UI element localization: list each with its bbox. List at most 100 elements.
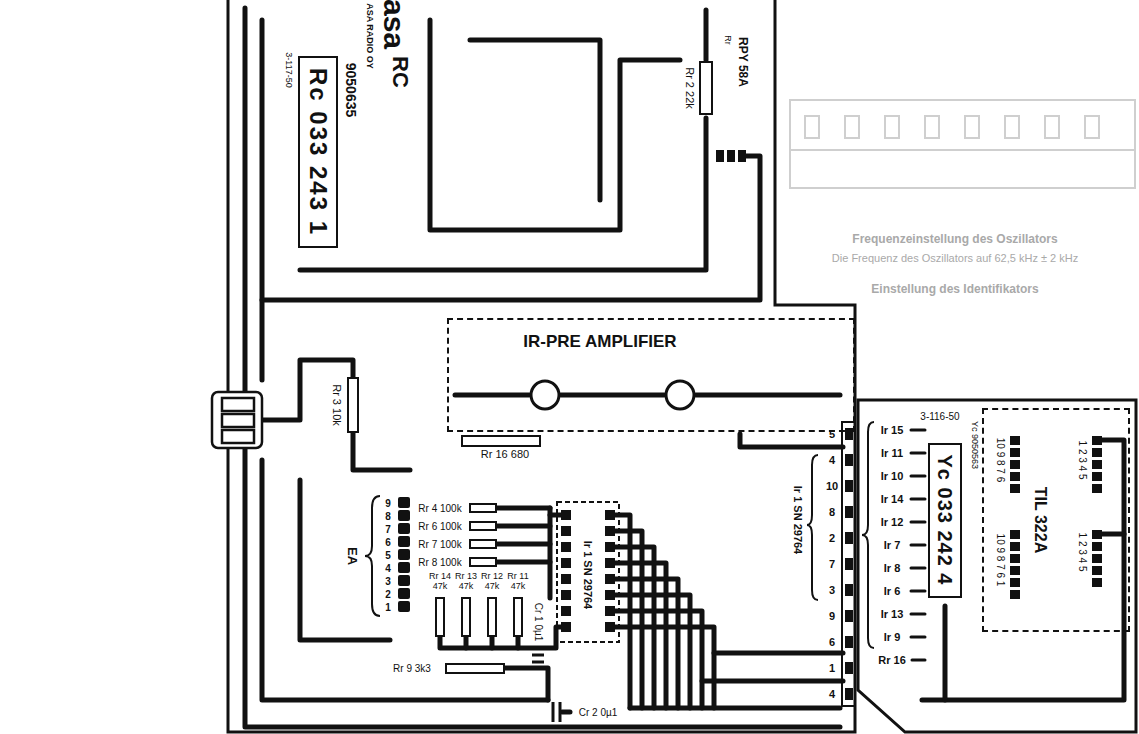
bleed-through-board bbox=[805, 116, 819, 138]
capacitor-symbol bbox=[532, 654, 544, 657]
solder-pad bbox=[561, 542, 571, 552]
solder-pad bbox=[1010, 542, 1020, 551]
part-number: Yc 9050563 bbox=[969, 421, 979, 469]
solder-pad bbox=[561, 622, 571, 632]
component-label: Rr bbox=[722, 35, 732, 45]
component-label: Ir 12 bbox=[881, 516, 904, 528]
component-label: Ir 10 bbox=[881, 470, 904, 482]
copper-trace bbox=[260, 20, 265, 380]
solder-pad bbox=[605, 590, 615, 600]
copper-trace bbox=[613, 531, 642, 708]
solder-pad bbox=[1010, 460, 1020, 469]
pin-number: 6 bbox=[385, 537, 391, 548]
copper-trace bbox=[548, 508, 553, 598]
solder-pad bbox=[398, 150, 1102, 700]
solder-pad bbox=[605, 526, 615, 536]
cable-plug bbox=[212, 392, 262, 448]
solder-pad bbox=[1010, 554, 1020, 563]
solder-pad bbox=[398, 562, 410, 573]
copper-trace bbox=[496, 542, 550, 547]
solder-pad bbox=[605, 574, 615, 584]
resistor-label: Rr 6 100k bbox=[418, 521, 461, 532]
solder-pad bbox=[1010, 484, 1020, 493]
pin-number: 9 bbox=[385, 498, 391, 509]
copper-trace bbox=[430, 20, 680, 230]
pin-number: 8 bbox=[829, 506, 835, 518]
component-label: Ir 6 bbox=[884, 585, 901, 597]
node-text: TIL 322A bbox=[1031, 487, 1049, 553]
connector-strip bbox=[842, 422, 855, 706]
copper-trace bbox=[464, 636, 469, 648]
solder-pad bbox=[398, 575, 410, 586]
pin-number: 9 bbox=[829, 610, 835, 622]
bleed-through-board bbox=[790, 100, 1135, 188]
copper-trace bbox=[561, 393, 664, 398]
solder-pad bbox=[1092, 554, 1102, 563]
brand-name: ASA RADIO OY bbox=[364, 3, 374, 69]
resistor-label: Rr 16 680 bbox=[481, 448, 529, 460]
pin-number: 4 bbox=[385, 563, 391, 574]
copper-trace bbox=[516, 636, 521, 648]
solder-pad bbox=[1010, 448, 1020, 457]
resistor-label: Rr 4 100k bbox=[418, 503, 461, 514]
pin-number: 8 bbox=[385, 511, 391, 522]
capacitor-label: Cr 2 0µ1 bbox=[579, 707, 618, 718]
resistor-symbol bbox=[348, 62, 712, 673]
pin-number: 5 bbox=[385, 550, 391, 561]
component-label: Ir 9 bbox=[884, 631, 901, 643]
node-text: Rc 033 243 1 bbox=[305, 68, 331, 236]
bleed-through-text: Einstellung des Identifikators bbox=[871, 283, 1038, 296]
solder-pad bbox=[1092, 578, 1102, 587]
capacitor-symbol bbox=[532, 661, 544, 664]
solder-pad bbox=[1092, 460, 1102, 469]
circuit-board-outline bbox=[858, 400, 1136, 732]
solder-pad bbox=[561, 574, 571, 584]
component-label: RPY 58A bbox=[735, 37, 748, 87]
resistor-symbol bbox=[514, 598, 522, 636]
component-label: Rr 16 bbox=[878, 654, 906, 666]
ic-outline bbox=[557, 502, 619, 642]
copper-trace bbox=[911, 498, 925, 501]
copper-trace bbox=[911, 521, 925, 524]
board-number: 3-117-50 bbox=[283, 52, 293, 87]
copper-trace bbox=[245, 8, 840, 727]
solder-pad bbox=[845, 428, 853, 440]
mounting-hole bbox=[666, 381, 694, 409]
copper-trace bbox=[550, 513, 561, 518]
solder-pad bbox=[605, 542, 615, 552]
capacitor-symbol bbox=[559, 702, 562, 722]
solder-pad bbox=[845, 532, 853, 544]
ic-label: Ir 1 SN 29764 bbox=[582, 541, 594, 610]
bleed-through-board bbox=[1085, 116, 1099, 138]
copper-trace bbox=[1102, 532, 1124, 537]
resistor-symbol bbox=[462, 436, 540, 446]
solder-pad bbox=[845, 506, 853, 518]
copper-trace bbox=[262, 460, 548, 700]
part-number-box: Rc 033 243 1 bbox=[298, 56, 338, 248]
copper-trace bbox=[630, 706, 840, 711]
module-outline: IR-PRE AMPLIFIER bbox=[447, 318, 855, 432]
circuit-board-outline bbox=[228, 0, 1136, 732]
copper-trace bbox=[912, 659, 925, 662]
solder-pad bbox=[605, 558, 615, 568]
resistor-symbol bbox=[462, 598, 470, 636]
pin-number: 1 bbox=[829, 662, 835, 674]
copper-trace bbox=[496, 524, 550, 529]
resistor-symbol bbox=[470, 522, 496, 530]
brace bbox=[807, 455, 818, 600]
solder-pad bbox=[1092, 472, 1102, 481]
copper-trace bbox=[911, 430, 925, 660]
copper-trace bbox=[613, 579, 678, 708]
bleed-through-board bbox=[790, 149, 1135, 151]
resistor-symbol bbox=[348, 378, 358, 432]
solder-pad bbox=[845, 454, 853, 466]
solder-pad bbox=[1092, 566, 1102, 575]
copper-trace bbox=[613, 563, 666, 708]
solder-pad bbox=[561, 606, 571, 616]
pin-number: 10 9 8 7 6 1 bbox=[995, 534, 1006, 587]
brace bbox=[862, 422, 874, 648]
part-number-box: Yc 033 242 4 bbox=[928, 443, 962, 598]
solder-pad bbox=[561, 558, 571, 568]
resistor-label: Rr 14 47k bbox=[427, 572, 453, 592]
